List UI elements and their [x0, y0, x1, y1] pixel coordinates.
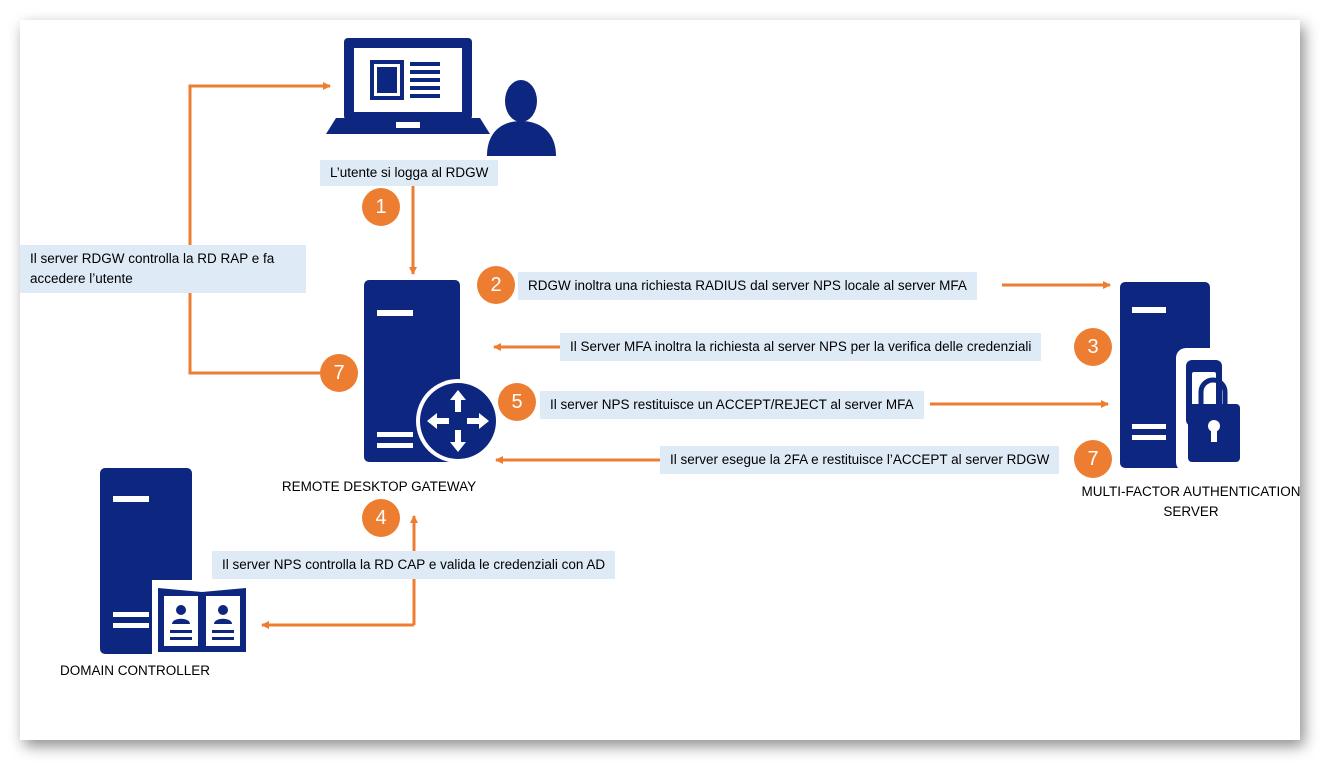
step-4-label: Il server NPS controlla la RD CAP e vali…	[212, 551, 616, 579]
step-4-badge: 4	[362, 499, 400, 537]
step-7-login-badge: 7	[320, 354, 358, 392]
step-7-accept-label: Il server esegue la 2FA e restituisce l’…	[660, 446, 1060, 474]
step-1-badge: 1	[362, 188, 400, 226]
step-2-badge: 2	[477, 266, 515, 304]
directory-book-icon	[152, 580, 252, 660]
dc-name: DOMAIN CONTROLLER	[59, 663, 211, 678]
step-5-badge: 5	[498, 383, 536, 421]
mfa-name: MULTI-FACTOR AUTHENTICATION SERVER	[1066, 482, 1316, 522]
step-5-label: Il server NPS restituisce un ACCEPT/REJE…	[540, 391, 924, 419]
step-2-label: RDGW inoltra una richiesta RADIUS dal se…	[518, 272, 977, 300]
gateway-name: REMOTE DESKTOP GATEWAY	[281, 479, 477, 494]
step-1-label: L’utente si logga al RDGW	[320, 160, 499, 186]
step-7-accept-badge: 7	[1074, 440, 1112, 478]
router-icon	[416, 379, 500, 463]
step-3-badge: 3	[1074, 328, 1112, 366]
step-3-label: Il Server MFA inoltra la richiesta al se…	[560, 333, 1042, 361]
laptop-icon	[326, 38, 490, 134]
mfa-name-line1: MULTI-FACTOR AUTHENTICATION	[1081, 484, 1301, 499]
flow-arrows	[188, 82, 1111, 629]
user-icon	[487, 80, 556, 156]
mfa-name-line2: SERVER	[1163, 504, 1219, 519]
arrow-step-7-login	[188, 82, 331, 375]
step-7-login-label: Il server RDGW controlla la RD RAP e fa …	[20, 245, 306, 293]
mobile-lock-icon	[1176, 348, 1250, 472]
